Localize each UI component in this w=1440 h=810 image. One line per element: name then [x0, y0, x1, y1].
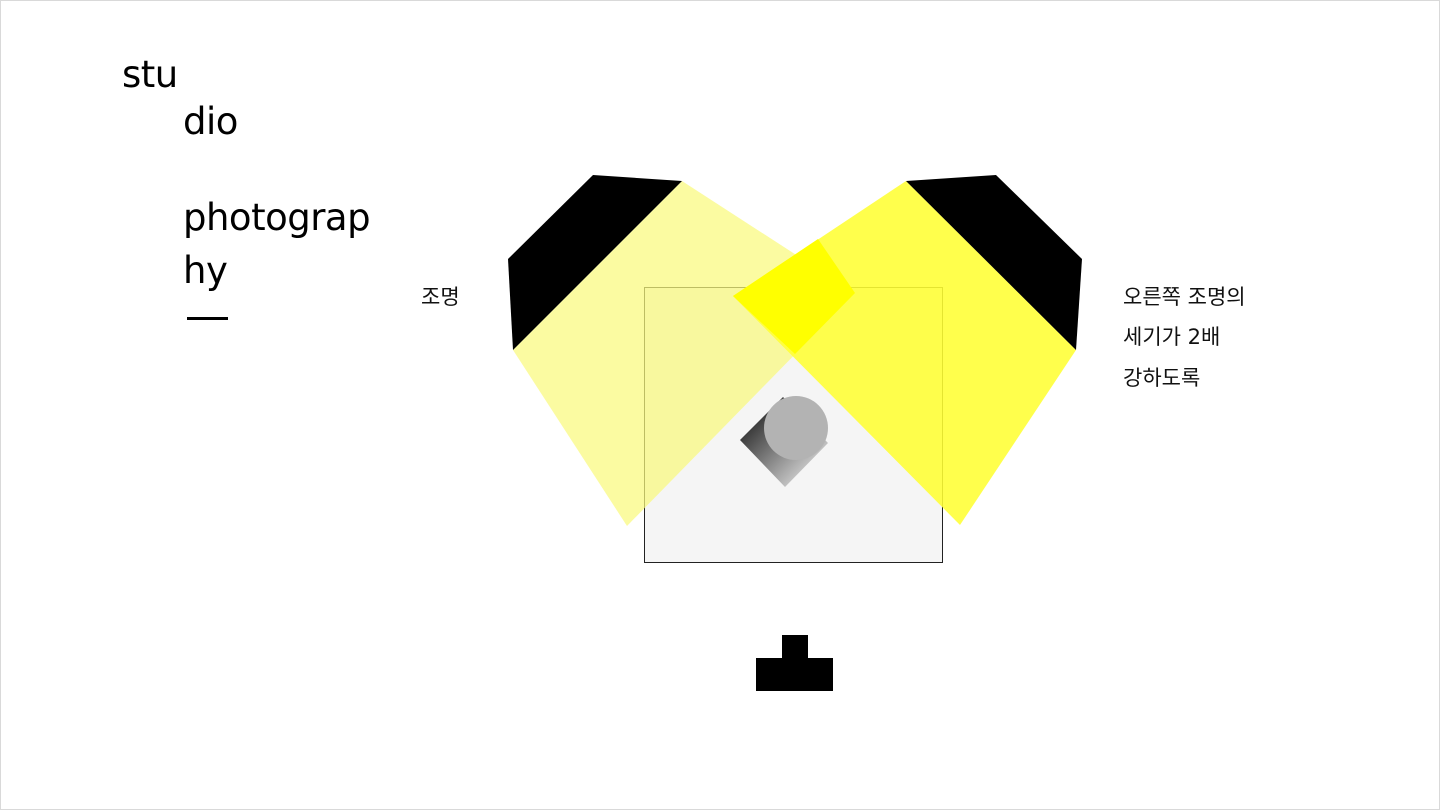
left-light-body — [508, 175, 682, 350]
title-dash — [187, 317, 228, 320]
right-light-body — [906, 175, 1082, 350]
left-light-label: 조명 — [421, 285, 460, 309]
light-overlap — [733, 239, 855, 354]
title-line-2: dio — [183, 100, 238, 143]
camera-icon — [756, 635, 833, 691]
right-light-label-line-3: 강하도록 — [1123, 366, 1201, 390]
right-light-label-line-2: 세기가 2배 — [1123, 325, 1221, 349]
title-line-1: stu — [122, 53, 178, 96]
subject-circle-icon — [764, 396, 828, 460]
title-line-3: photograp — [183, 196, 371, 239]
left-light-beam — [513, 181, 855, 526]
right-light-label-line-1: 오른쪽 조명의 — [1123, 285, 1246, 309]
title-line-4: hy — [183, 249, 228, 292]
